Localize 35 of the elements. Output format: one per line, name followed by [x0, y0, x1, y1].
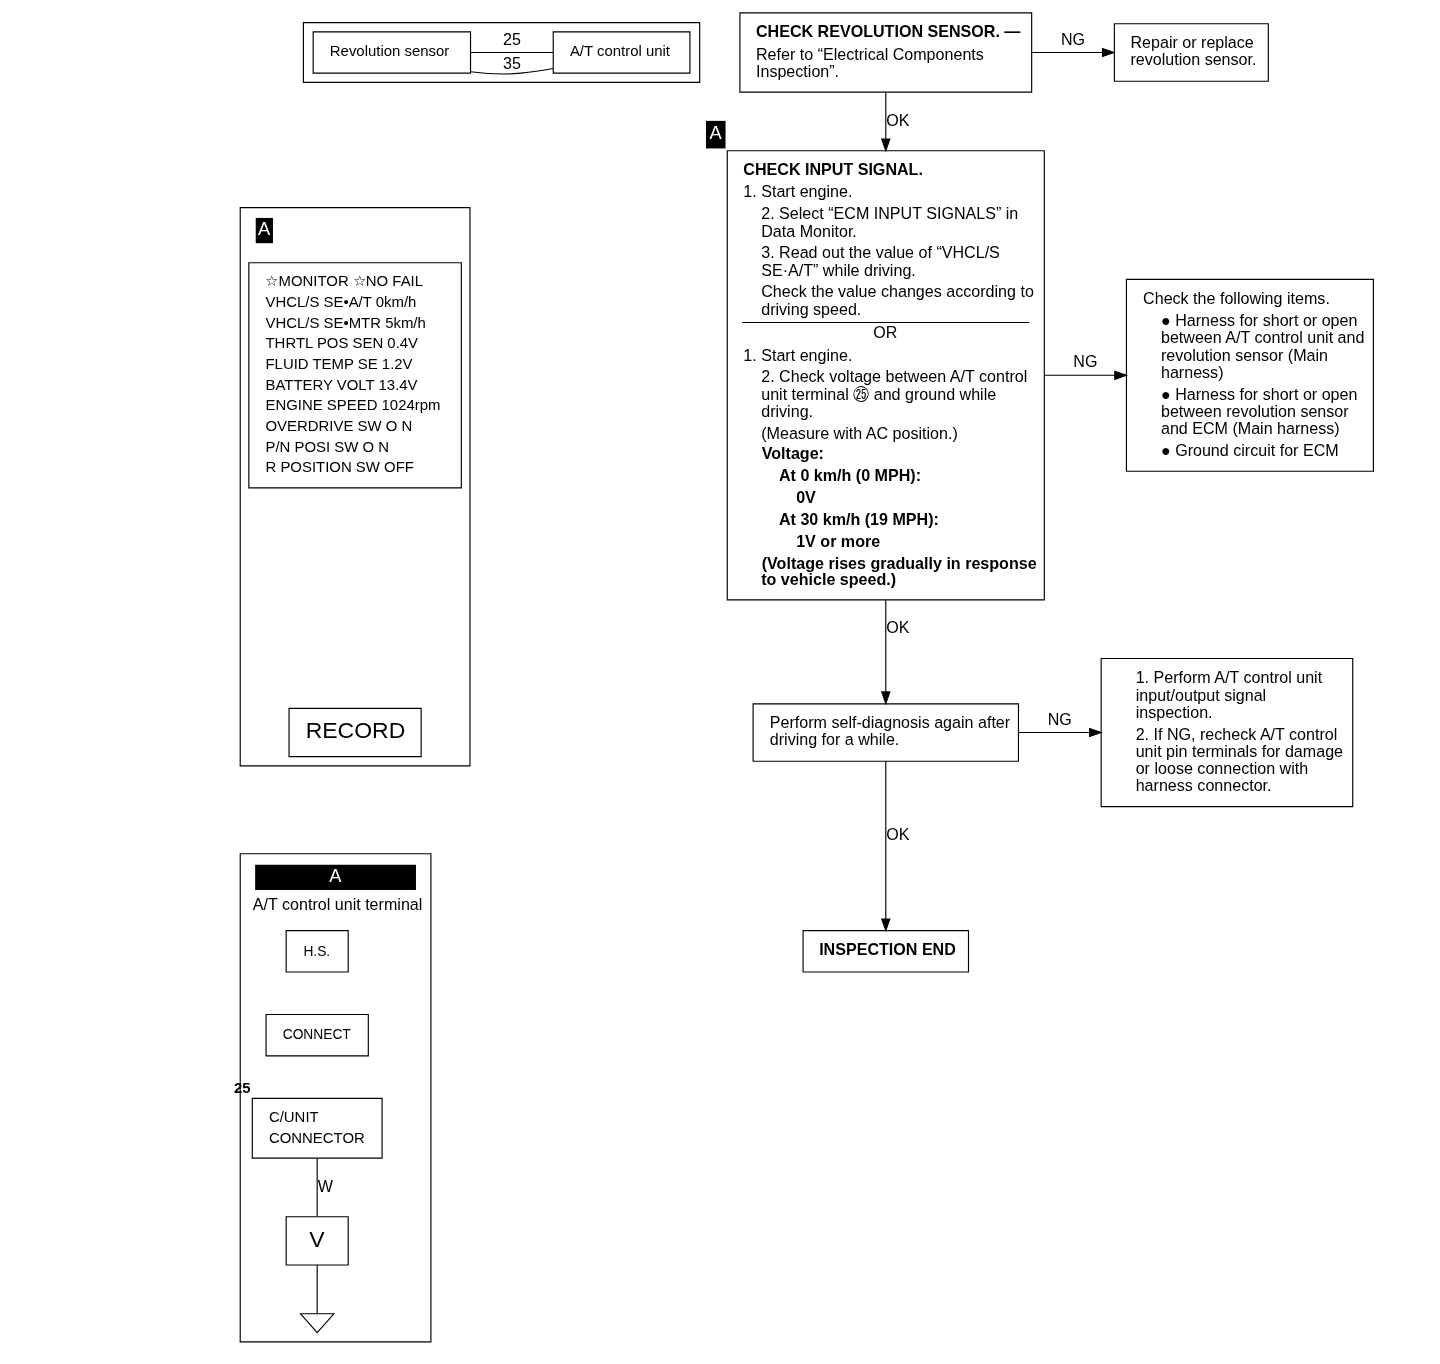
edge-label: 35	[502, 53, 521, 72]
arrow	[1043, 370, 1128, 381]
edge-label: W	[317, 1176, 333, 1195]
node-box: ☆MONITOR ☆NO FAIL VHCL/S SE•A/T 0km/h VHCL/S SE•MTR 5km/h THRTL POS SEN 0.4V FLUID TEMP SE 1.2V BATTERY VOLT 13.4V ENGINE SPEED 1024rpm OVERDRIVE SW O N P/N POSI SW O N R POSITION SW OFF	[247, 262, 462, 489]
arrow	[1030, 47, 1116, 58]
node-box: CONNECT	[265, 1013, 369, 1057]
node-box: V	[285, 1216, 349, 1266]
arrow	[880, 599, 891, 706]
node-box: CHECK REVOLUTION SENSOR. — Refer to “Electrical Components Inspection”.	[738, 12, 1032, 93]
node-label: A	[708, 122, 722, 144]
edge-label: OK	[885, 618, 909, 637]
arrow	[1017, 727, 1103, 738]
edge-label: NG	[1060, 29, 1085, 48]
edge-label: NG	[1072, 352, 1097, 371]
connector	[469, 67, 554, 75]
node-box: RECORD	[287, 707, 422, 758]
node-ground	[298, 1313, 335, 1334]
node-box: Repair or replace revolution sensor.	[1113, 23, 1269, 82]
node-box: INSPECTION END	[802, 930, 969, 973]
node-box: Check the following items. ● Harness for short or open between A/T control unit and revolution sensor (Main harness) ● Harness for short or open between revolution sensor and ECM (Main harness) ● Ground circuit for ECM	[1125, 278, 1374, 472]
connector	[316, 1157, 318, 1218]
connector	[316, 1264, 318, 1315]
connector	[469, 51, 553, 54]
node-box: 1. Perform A/T control unit input/output signal inspection. 2. If NG, recheck A/T control unit pin terminals for damage or loose connection with harness connector.	[1100, 657, 1353, 808]
node-box: C/UNIT CONNECTOR	[251, 1097, 383, 1159]
node-box: H.S.	[285, 930, 349, 973]
cluster	[302, 22, 700, 83]
arrow	[880, 761, 891, 933]
edge-label: NG	[1047, 709, 1072, 728]
arrow	[880, 91, 891, 153]
edge-label: 25	[502, 29, 521, 48]
edge-label: OK	[885, 825, 909, 844]
node-box: Perform self-diagnosis again after driving for a while.	[752, 703, 1019, 762]
node-box: A/T control unit	[552, 31, 690, 74]
node-box: Revolution sensor	[312, 31, 471, 74]
